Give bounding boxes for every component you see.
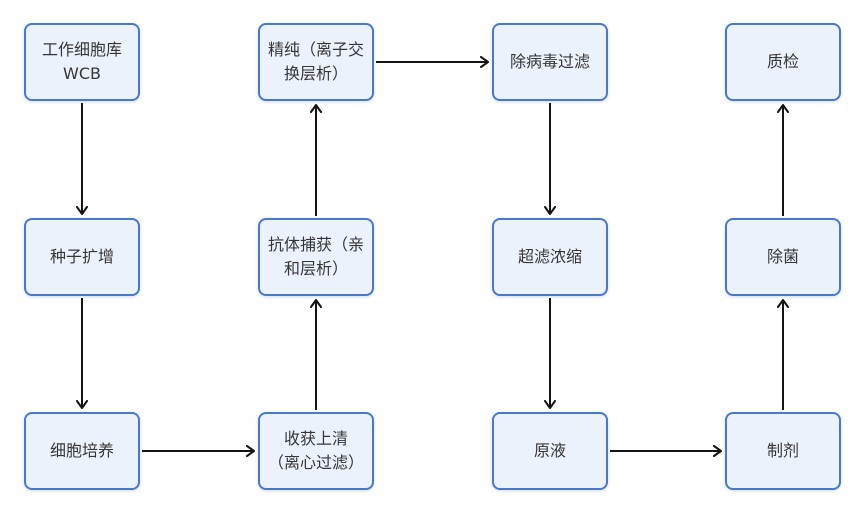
flow-node-label: 抗体捕获（亲 和层析） xyxy=(267,235,364,278)
flow-node-formulation: 制剂 xyxy=(725,412,841,490)
flow-node-label: 种子扩增 xyxy=(49,247,114,266)
flow-node-seed-expansion: 种子扩增 xyxy=(24,218,140,296)
flow-node-label: 超滤浓缩 xyxy=(517,247,582,266)
flow-node-virus-filtration: 除病毒过滤 xyxy=(492,23,608,101)
flow-node-antibody-capture: 抗体捕获（亲 和层析） xyxy=(258,218,374,296)
flow-node-wcb: 工作细胞库 WCB xyxy=(24,23,140,101)
flow-node-label: 细胞培养 xyxy=(49,441,114,460)
flow-node-label: 制剂 xyxy=(766,441,799,460)
flow-node-label: 除菌 xyxy=(766,247,799,266)
flow-node-uf-concentration: 超滤浓缩 xyxy=(492,218,608,296)
flow-node-label: 原液 xyxy=(533,441,566,460)
flow-node-label: 除病毒过滤 xyxy=(509,52,590,71)
flow-node-sterile-filtration: 除菌 xyxy=(725,218,841,296)
flow-node-label: 精纯（离子交 换层析） xyxy=(267,40,364,83)
flow-node-polishing: 精纯（离子交 换层析） xyxy=(258,23,374,101)
flow-node-harvest-supernatant: 收获上清 （离心过滤） xyxy=(258,412,374,490)
flow-node-bulk-solution: 原液 xyxy=(492,412,608,490)
flow-node-label: 收获上清 （离心过滤） xyxy=(267,429,364,472)
flow-node-quality-control: 质检 xyxy=(725,23,841,101)
flow-node-label: 工作细胞库 WCB xyxy=(41,40,122,83)
flow-node-label: 质检 xyxy=(766,52,799,71)
flow-node-cell-culture: 细胞培养 xyxy=(24,412,140,490)
